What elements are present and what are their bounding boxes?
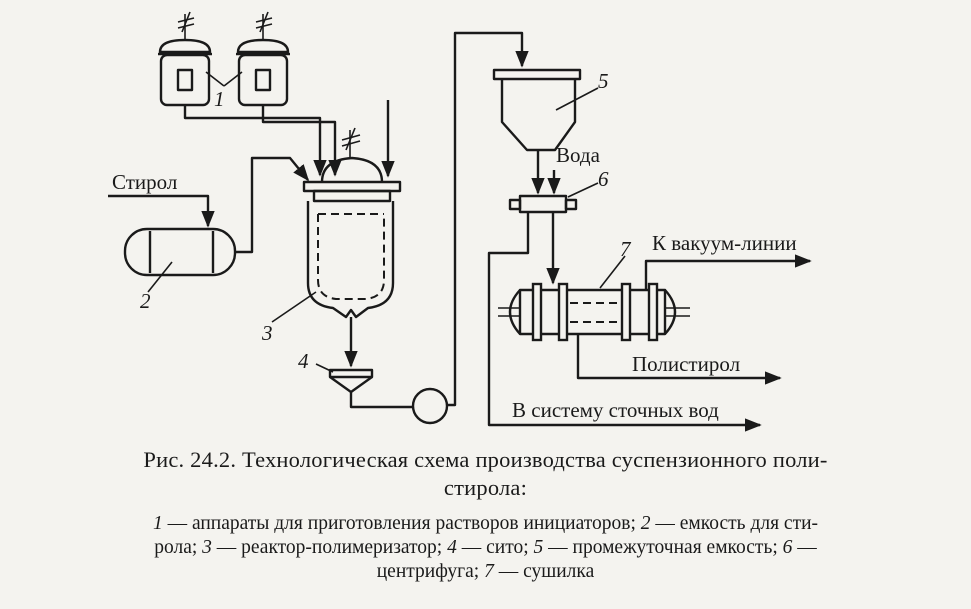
- figure-legend: 1 — аппараты для приготовления растворов…: [0, 512, 971, 584]
- legend-text-2b: рола;: [154, 537, 203, 558]
- label-number-1: 1: [214, 87, 225, 111]
- legend-num-1: 1: [152, 513, 163, 534]
- legend-num-5: 5: [533, 537, 544, 558]
- legend-num-3: 3: [202, 537, 212, 558]
- dryer: [498, 282, 690, 342]
- caption-line-2: стирола:: [443, 475, 528, 500]
- styrene-tank: [123, 227, 237, 277]
- label-1-leader: [205, 71, 243, 87]
- legend-text-6: —: [792, 537, 817, 558]
- initiator-vessel-left: [158, 11, 212, 107]
- legend-text-6b: центрифуга;: [376, 561, 485, 582]
- centrifuge: [508, 194, 578, 214]
- label-styrene: Стирол: [112, 170, 177, 194]
- legend-text-7: — сушилка: [493, 561, 595, 582]
- label-number-4: 4: [298, 349, 309, 373]
- label-number-2: 2: [140, 289, 151, 313]
- initiator-vessel-right: [236, 11, 290, 107]
- label-to-vacuum: К вакуум-линии: [652, 231, 797, 255]
- legend-num-6: 6: [782, 537, 793, 558]
- label-to-sewage: В систему сточных вод: [512, 398, 719, 422]
- sieve: [328, 368, 374, 394]
- label-number-5: 5: [598, 69, 609, 93]
- legend-num-7: 7: [484, 561, 494, 582]
- process-flow-diagram: 1 Стирол 2 3 4: [108, 11, 812, 432]
- reactor-polymerizer: [302, 127, 402, 319]
- legend-text-5: — промежуточная емкость;: [543, 537, 783, 558]
- legend-line-2: рола; 3 — реактор-полимеризатор; 4 — сит…: [0, 536, 971, 560]
- legend-num-2: 2: [640, 513, 651, 534]
- pump: [411, 387, 449, 425]
- legend-text-4: — сито;: [456, 537, 534, 558]
- label-number-6: 6: [598, 167, 609, 191]
- legend-line-1: 1 — аппараты для приготовления растворов…: [0, 512, 971, 536]
- figure-caption: Рис. 24.2. Технологическая схема произво…: [0, 446, 971, 502]
- label-number-3: 3: [261, 321, 273, 345]
- legend-line-3: центрифуга; 7 — сушилка: [0, 560, 971, 584]
- legend-text-2: — емкость для сти-: [650, 513, 819, 534]
- label-water: Вода: [556, 143, 601, 167]
- label-polystyrene: Полистирол: [632, 352, 740, 376]
- label-number-7: 7: [620, 237, 632, 261]
- legend-num-4: 4: [447, 537, 457, 558]
- legend-text-3: — реактор-полимеризатор;: [211, 537, 448, 558]
- caption-line-1: Рис. 24.2. Технологическая схема произво…: [143, 447, 828, 472]
- legend-text-1: — аппараты для приготовления растворов и…: [162, 513, 641, 534]
- intermediate-tank: [492, 68, 582, 152]
